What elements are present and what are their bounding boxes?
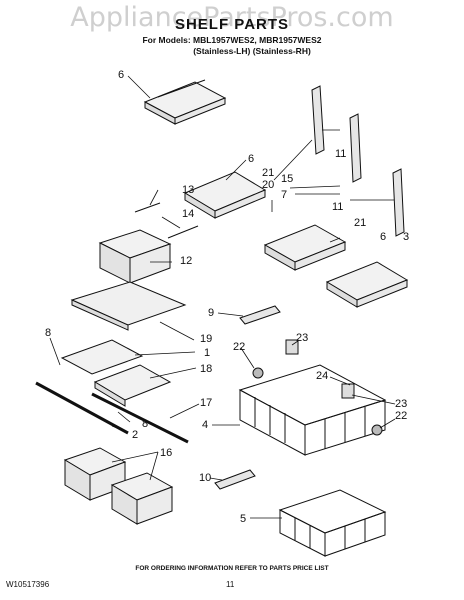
shelf-ladder-rails (311, 85, 405, 237)
callout: 16 (160, 447, 172, 459)
freezer-basket-upper (238, 364, 387, 456)
freezer-basket-lower (278, 489, 387, 557)
callout: 4 (202, 419, 208, 431)
callout: 1 (204, 347, 210, 359)
callout: 8 (45, 327, 51, 339)
leader-lines (49, 75, 396, 519)
shelf-glass-top (143, 79, 227, 125)
callout: 15 (281, 173, 293, 185)
roller-left (252, 367, 264, 379)
callout: 10 (199, 472, 211, 484)
callout: 9 (208, 307, 214, 319)
callout: 6 (248, 153, 254, 165)
basket-slide-upper (239, 305, 281, 325)
callout: 20 (262, 179, 274, 191)
storage-bins (63, 447, 174, 525)
shelf-glass-right-upper (263, 224, 347, 271)
crisper-drawer-upper (98, 202, 199, 284)
callout: 11 (335, 148, 346, 160)
callout: 18 (200, 363, 212, 375)
callout: 13 (182, 184, 194, 196)
callout: 22 (233, 341, 245, 353)
model-variants: (Stainless-LH) (Stainless-RH) (193, 46, 311, 56)
callout-labels: 6 6 6 11 11 21 21 15 20 7 13 14 12 19 9 … (45, 69, 409, 525)
callout: 8 (142, 418, 148, 430)
basket-slide-lower (214, 469, 256, 490)
callout: 21 (262, 167, 274, 179)
crisper-glass-cover (70, 281, 187, 331)
drawer-rail-left (35, 381, 129, 435)
callout: 11 (332, 201, 343, 213)
crisper-frame-drawers (60, 339, 172, 407)
callout: 7 (281, 189, 287, 201)
drawer-rail-right (91, 392, 189, 444)
shelf-glass-right-lower (325, 261, 409, 308)
page-title: SHELF PARTS (174, 16, 290, 33)
callout: 21 (354, 217, 366, 229)
callout: 17 (200, 397, 212, 409)
callout: 22 (395, 410, 407, 422)
callout: 2 (132, 429, 138, 441)
bracket-left (285, 339, 299, 355)
callout: 24 (316, 370, 328, 382)
bracket-right (341, 383, 355, 399)
callout: 6 (380, 231, 386, 243)
callout: 6 (118, 69, 124, 81)
watermark: AppliancePartsPros.com (70, 2, 394, 33)
callout: 5 (240, 513, 246, 525)
callout: 12 (180, 255, 192, 267)
model-list: For Models: MBL1957WES2, MBR1957WES2 (142, 35, 322, 45)
callout: 23 (296, 332, 308, 344)
callout: 3 (403, 231, 409, 243)
shelf-glass-middle (183, 171, 267, 219)
document-number: W10517396 (6, 580, 50, 589)
callout: 23 (395, 398, 407, 410)
callout: 14 (182, 208, 194, 220)
ordering-note: FOR ORDERING INFORMATION REFER TO PARTS … (135, 565, 329, 572)
callout: 19 (200, 333, 212, 345)
roller-right (371, 424, 383, 436)
page-number: 11 (226, 580, 235, 589)
